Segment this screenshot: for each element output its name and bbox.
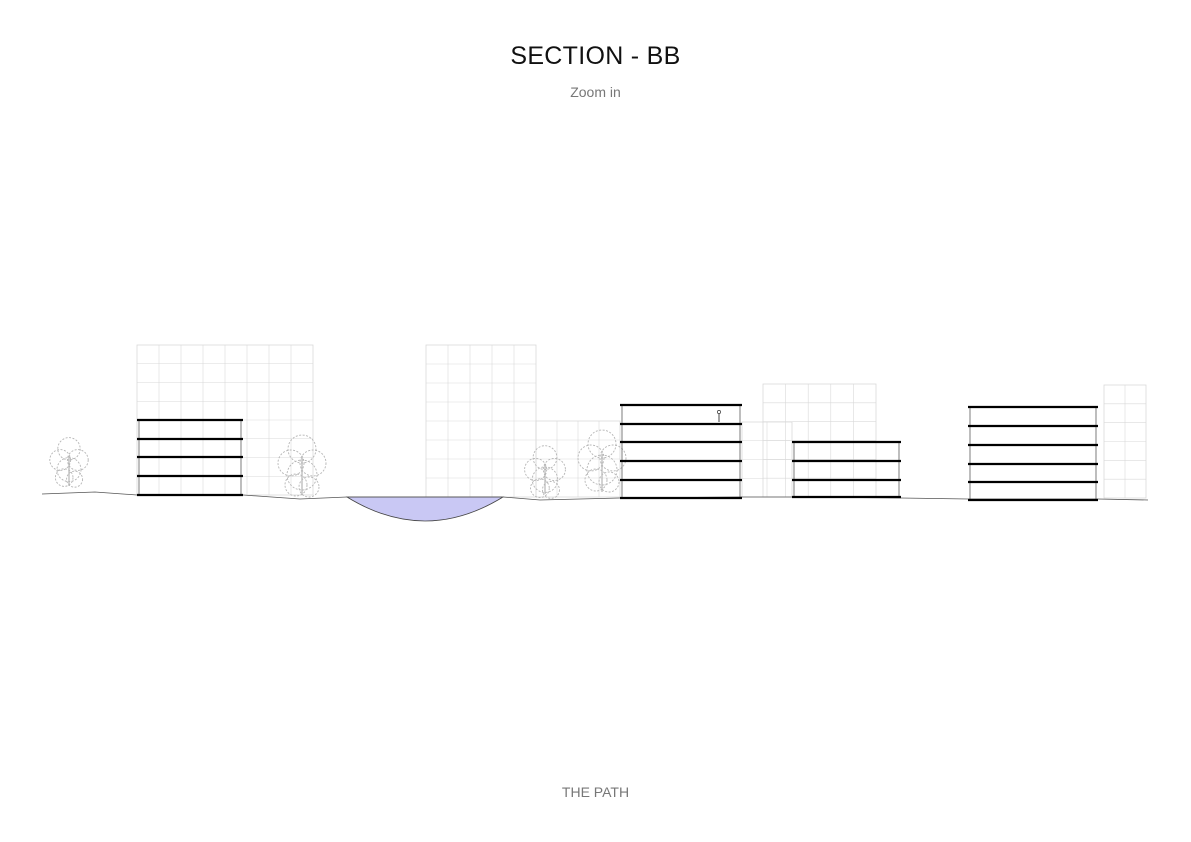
page-title: SECTION - BB [510, 42, 681, 70]
tree-foliage [287, 434, 317, 464]
tree-foliage [49, 449, 72, 471]
background-building [425, 344, 537, 498]
figure-head [717, 410, 721, 414]
tree-foliage [298, 476, 320, 498]
building-section [792, 440, 901, 499]
tree-foliage [532, 445, 558, 470]
building-section [968, 405, 1098, 502]
tree-foliage [599, 444, 627, 472]
tree-foliage [584, 468, 608, 492]
background-buildings [136, 344, 1147, 499]
tree-foliage [586, 454, 618, 486]
tree-foliage [286, 459, 318, 491]
tree-foliage [577, 444, 605, 472]
tree-foliage [524, 458, 548, 482]
tree [524, 445, 566, 499]
tree-foliage [542, 480, 560, 499]
tree-foliage [277, 449, 305, 477]
zoom-in-link[interactable]: Zoom in [570, 84, 621, 100]
project-name: THE PATH [561, 784, 630, 800]
tree [277, 434, 327, 498]
tree-foliage [284, 473, 308, 497]
tree-foliage [531, 466, 559, 493]
background-building [1103, 384, 1147, 499]
tree-foliage [66, 449, 89, 471]
tree-foliage [542, 458, 566, 482]
tree-foliage [299, 449, 327, 477]
canal-water [345, 496, 505, 522]
foreground-buildings [137, 403, 1098, 502]
tree-foliage [66, 470, 84, 488]
tree-foliage [598, 471, 620, 493]
tree-foliage [54, 468, 74, 487]
human-figure [717, 410, 721, 422]
tree-foliage [57, 437, 81, 461]
tree-foliage [587, 429, 617, 459]
background-building [762, 383, 877, 498]
tree [49, 437, 89, 488]
building-section [620, 403, 742, 500]
tree-foliage [530, 478, 550, 499]
tree [577, 429, 627, 493]
building-section [137, 418, 243, 497]
tree-foliage [56, 457, 82, 483]
trees [49, 429, 627, 499]
